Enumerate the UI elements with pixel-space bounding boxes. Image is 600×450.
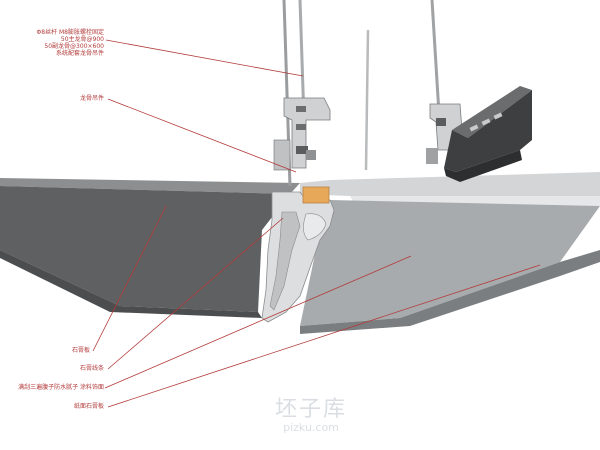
leader-top-block <box>105 39 304 77</box>
label-main-keel: 50主龙骨@900 <box>60 36 104 43</box>
wood-block <box>302 186 330 204</box>
left-slab-top <box>0 178 300 194</box>
label-system-hanger: 系统配套龙骨吊件 <box>55 50 104 57</box>
main-channel-top <box>452 86 532 138</box>
left-slab-bottom <box>0 250 262 318</box>
right-board-face <box>300 200 600 326</box>
label-surface-board: 纸面石膏板 <box>73 403 104 410</box>
cornice-groove <box>269 211 301 311</box>
cornice-bead <box>303 213 327 241</box>
main-channel-body <box>444 90 532 172</box>
right-board-top <box>300 172 600 196</box>
leader-connector <box>107 98 297 173</box>
leader-lines <box>92 39 541 408</box>
bracket-bolt-1 <box>296 106 306 112</box>
leader-paint-finish <box>104 255 412 389</box>
bracket-plate <box>273 139 291 171</box>
hanger-rod-3 <box>364 29 370 171</box>
channel-slot-2 <box>481 118 491 126</box>
leader-plaster-line <box>107 217 284 370</box>
right-bracket-nut <box>426 148 438 164</box>
main-channel-face <box>444 150 522 182</box>
leader-ceiling-board <box>92 205 167 352</box>
leader-surface-board <box>107 264 541 408</box>
label-ceiling-board: 石膏板 <box>71 347 90 354</box>
channel-slot-1 <box>469 124 479 132</box>
label-top-block: Φ8丝杆 M8膨胀螺栓固定 50主龙骨@900 50副龙骨@300×600 系统… <box>10 29 104 57</box>
hanger-bracket-left <box>283 97 331 169</box>
bracket-bolt-2 <box>296 124 306 130</box>
right-board-underside <box>300 250 600 334</box>
label-hanger-rod: Φ8丝杆 M8膨胀螺栓固定 <box>36 29 104 36</box>
channel-slot-3 <box>493 112 503 120</box>
label-plaster-line: 石膏线条 <box>79 365 104 372</box>
right-bracket-bolt <box>436 118 446 126</box>
left-slab-face <box>0 186 290 312</box>
bracket-bolt-3 <box>296 146 308 154</box>
watermark: 坯子库 pizku.com <box>266 398 356 434</box>
bracket-nut <box>306 150 316 160</box>
label-connector: 龙骨吊件 <box>79 95 104 102</box>
watermark-url: pizku.com <box>283 421 339 434</box>
label-sub-keel: 50副龙骨@300×600 <box>44 43 104 50</box>
label-paint-finish: 满刮三遍腹子防水腻子 涂料饰面 <box>18 384 104 391</box>
watermark-logo: 坯子库 <box>274 397 347 422</box>
